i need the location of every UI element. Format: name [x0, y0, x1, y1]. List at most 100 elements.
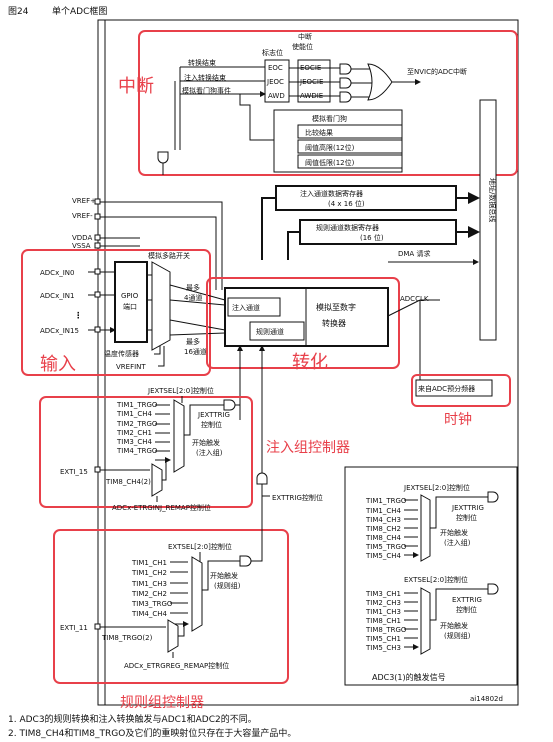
adc3-jtrig-5: TIM8_CH4	[365, 534, 401, 542]
inj-trigger-4: TIM2_CH1	[116, 429, 152, 437]
and-gate-2	[339, 77, 352, 89]
gpio-label-2: 端口	[123, 302, 137, 311]
injected-ctrl-region	[39, 396, 253, 508]
adc-label-2: 转换器	[322, 318, 346, 328]
or-gate	[367, 63, 393, 101]
max4-b: 4通道	[184, 293, 202, 302]
figure-ref: ai14802d	[470, 695, 503, 703]
injected-channel	[227, 297, 281, 317]
exti11-sq	[94, 623, 101, 630]
mux-label: 模拟多路开关	[148, 251, 190, 260]
dma-request: DMA 请求	[398, 249, 430, 258]
reg-start-1: 开始触发	[210, 571, 238, 580]
flag-eoc: EOC	[268, 64, 283, 72]
pin-sq-1	[94, 198, 101, 205]
pin-vref-plus: VREF+	[72, 197, 96, 205]
adc3-trig-2: TIM2_CH3	[365, 599, 401, 607]
flag-header: 标志位	[262, 48, 283, 57]
signal-eoc: 转换结束	[188, 58, 216, 67]
reg-trigger-4: TIM2_CH2	[131, 590, 167, 598]
inj-trigger-3: TIM2_TRGO	[116, 420, 158, 428]
clock-region	[411, 374, 511, 407]
reg-trigger-lines	[170, 561, 188, 624]
adc3-trig-1: TIM3_CH1	[365, 590, 401, 598]
bus-label: 地址/数据总线	[488, 178, 497, 222]
jextrig-1: JEXTTRIG	[197, 411, 230, 419]
watchdog-title: 模拟看门狗	[312, 114, 347, 123]
inj-data-register	[275, 185, 457, 211]
adc3-jtrig-1: TIM1_TRGO	[365, 497, 407, 505]
adcclk-label: ADCCLK	[400, 295, 429, 303]
watchdog-to-awd	[239, 94, 274, 141]
adc3-jtrig-4: TIM8_CH2	[365, 525, 401, 533]
adc3-jextrig-1: JEXTTRIG	[451, 504, 484, 512]
jextsel-label: JEXTSEL[2:0]控制位	[147, 386, 214, 395]
max4-a: 最多	[186, 283, 200, 292]
inj-data-size: (4 x 16 位)	[328, 199, 365, 208]
adc3-jmux	[420, 494, 431, 562]
reg-data-title: 规则通道数据寄存器	[316, 223, 379, 232]
inj-remap-label: ADCx-ETRGINJ_REMAP控制位	[112, 503, 211, 512]
inj-data-title: 注入通道数据寄存器	[300, 189, 363, 198]
reg-data-size: (16 位)	[360, 233, 384, 242]
input-region-label: 输入	[40, 354, 76, 375]
adc3-trig-5: TIM8_TRGO	[365, 626, 407, 634]
reg-start-2: (规则组)	[214, 581, 241, 590]
adc3-trig-lines	[404, 592, 418, 647]
power-lines	[95, 201, 223, 290]
exti11-label: EXTI_11	[60, 624, 88, 632]
adc3-extsel: EXTSEL[2:0]控制位	[404, 575, 468, 584]
temp-sensor: 温度传感器	[104, 349, 139, 358]
vrefint: VREFINT	[116, 363, 146, 371]
reg-trigger-1: TIM1_CH1	[131, 559, 167, 567]
inj-trigger-2: TIM1_CH4	[116, 410, 152, 418]
exttrig-line	[261, 484, 270, 497]
pin-in0: ADCx_IN0	[40, 269, 74, 277]
max16-b: 16通道	[184, 347, 207, 356]
clock-region-label: 时钟	[444, 411, 472, 428]
max16-a: 最多	[186, 337, 200, 346]
reg-remap-out	[178, 623, 188, 637]
inj-trigger-5: TIM3_CH4	[116, 438, 152, 446]
reg-data-register	[299, 219, 457, 245]
address-data-bus	[479, 99, 497, 341]
exttrig-gate	[256, 472, 268, 485]
adc3-start-2: (规则组)	[444, 631, 471, 640]
adc3-trigger-box	[344, 466, 518, 686]
watchdog-row-3-box	[297, 154, 403, 169]
adc3-jextrig-2: 控制位	[456, 513, 477, 522]
figure-title: 单个ADC框图	[52, 5, 107, 17]
pin-lines	[88, 271, 115, 330]
and-to-or	[351, 68, 372, 98]
injected-channel-label: 注入通道	[232, 303, 260, 312]
inj-remap-mux	[151, 463, 163, 497]
adc3-mux	[420, 587, 431, 655]
watchdog-row-1-box	[297, 124, 403, 139]
adc3-trig-4: TIM8_CH1	[365, 617, 401, 625]
pin-in1: ADCx_IN1	[40, 292, 74, 300]
enable-header: 使能位	[292, 42, 313, 51]
adc3-exttrig-1: EXTTRIG	[452, 596, 482, 604]
and-gate-1	[339, 63, 352, 75]
adc-label-1: 模拟至数字	[316, 302, 356, 312]
flag-awd: AWD	[268, 92, 285, 100]
adc3-trig-7: TIM5_CH3	[365, 644, 401, 652]
flag-to-and	[289, 67, 340, 97]
signal-jeoc: 注入转换结束	[184, 73, 226, 82]
regular-ctrl-label: 规则组控制器	[120, 695, 204, 711]
interrupt-region	[138, 30, 518, 176]
reg-mux-out	[202, 500, 263, 591]
footnote-1: 1. ADC3的规则转换和注入转换触发与ADC1和ADC2的不同。	[8, 713, 257, 725]
interrupt-region-label: 中断	[118, 76, 154, 97]
signal-vert	[174, 67, 181, 150]
regular-ctrl-region	[53, 529, 289, 684]
enable-box	[297, 59, 331, 103]
exti15-label: EXTI_15	[60, 468, 88, 476]
adc-to-reg-reg	[287, 231, 300, 260]
regular-channel	[249, 321, 305, 341]
exti15-sq	[94, 466, 101, 473]
adc3-and	[487, 583, 499, 595]
tim8-ch4-label: TIM8_CH4(2)	[105, 478, 151, 486]
watchdog-row-3: 阈值低限(12位)	[305, 158, 355, 167]
reg-trigger-3: TIM1_CH3	[131, 580, 167, 588]
